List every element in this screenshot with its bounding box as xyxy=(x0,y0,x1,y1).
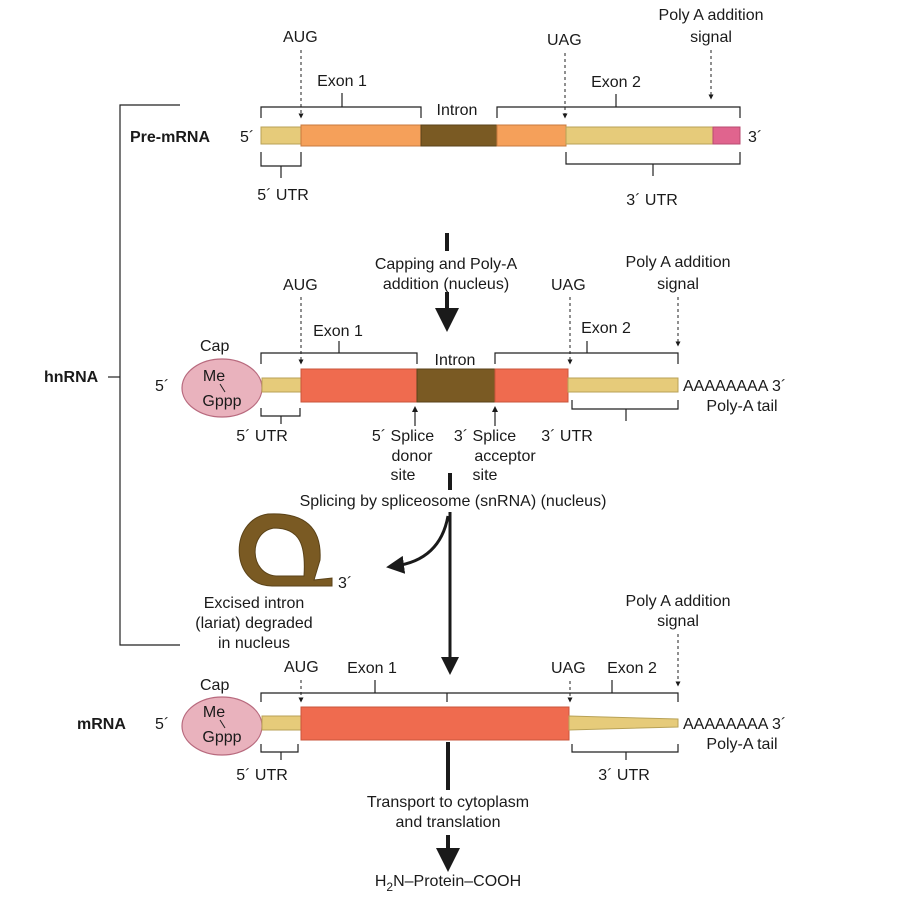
hnrna-3utr-label: 3´ UTR xyxy=(541,428,593,445)
splice-acceptor-label-2: acceptor xyxy=(474,448,536,465)
splice-donor-label-1: 5´ Splice xyxy=(372,428,434,445)
step2-label: Splicing by spliceosome (snRNA) (nucleus… xyxy=(300,493,607,510)
hnrna-3utr xyxy=(567,377,679,393)
mrna-5utr xyxy=(261,715,302,731)
pre-mrna-exon1 xyxy=(300,124,422,147)
lariat-3prime: 3´ xyxy=(338,575,352,592)
pre-mrna-intron xyxy=(420,124,498,147)
mrna-polya-signal-label-2: signal xyxy=(657,613,699,630)
pre-mrna-polya-signal-label-1: Poly A addition xyxy=(659,7,764,24)
pre-mrna-5utr-label: 5´ UTR xyxy=(257,187,309,204)
step2-arrow xyxy=(386,512,459,675)
pre-mrna-5prime: 5´ xyxy=(240,129,254,146)
protein-label: H2N–Protein–COOH xyxy=(375,873,521,894)
step3-label-1: Transport to cytoplasm xyxy=(367,794,529,811)
hnrna-aug-label: AUG xyxy=(283,277,318,294)
splice-acceptor-label-3: site xyxy=(473,467,498,484)
hnrna-polya-signal-label-2: signal xyxy=(657,276,699,293)
pre-mrna-exon2-label: Exon 2 xyxy=(591,74,641,91)
mrna-polya-seq: AAAAAAAA 3´ xyxy=(683,716,786,733)
mrna-uag-label: UAG xyxy=(551,660,586,677)
mrna-cap-gppp: Gppp xyxy=(202,729,241,746)
splice-donor-label-3: site xyxy=(391,467,416,484)
intron-lariat xyxy=(238,513,333,587)
mrna-coding xyxy=(300,706,570,741)
pre-mrna-exon1-label: Exon 1 xyxy=(317,73,367,90)
mrna-5prime: 5´ xyxy=(155,716,169,733)
hnrna-intron-label: Intron xyxy=(435,352,476,369)
hnrna-section: 5´ Cap Me Gppp AAAAAAAA 3´ Poly-A tail A… xyxy=(155,254,786,484)
pre-mrna-3prime: 3´ xyxy=(748,129,762,146)
mrna-polya-signal-label-1: Poly A addition xyxy=(626,593,731,610)
hnrna-exon1-label: Exon 1 xyxy=(313,323,363,340)
pre-mrna-3utr-label: 3´ UTR xyxy=(626,192,678,209)
pre-mrna-uag-label: UAG xyxy=(547,32,582,49)
mrna-exon2-label: Exon 2 xyxy=(607,660,657,677)
pre-mrna-polya-signal xyxy=(712,126,741,145)
hnrna-cap-me: Me xyxy=(203,368,225,385)
mrna-polya-tail: Poly-A tail xyxy=(706,736,777,753)
hnrna-cap-label: Cap xyxy=(200,338,229,355)
hnrna-exon2-label: Exon 2 xyxy=(581,320,631,337)
hnrna-5prime: 5´ xyxy=(155,378,169,395)
mrna-5utr-label: 5´ UTR xyxy=(236,767,288,784)
lariat-label-3: in nucleus xyxy=(218,635,290,652)
hnrna-exon1 xyxy=(300,368,418,403)
hnrna-intron xyxy=(416,368,496,403)
pre-mrna-intron-label: Intron xyxy=(437,102,478,119)
mrna-exon1-label: Exon 1 xyxy=(347,660,397,677)
hnrna-polya-signal-label-1: Poly A addition xyxy=(626,254,731,271)
hnrna-polya-seq: AAAAAAAA 3´ xyxy=(683,378,786,395)
step1-label-1: Capping and Poly-A xyxy=(375,256,518,273)
step1-label-2: addition (nucleus) xyxy=(383,276,509,293)
step3-label-2: and translation xyxy=(396,814,501,831)
pre-mrna-exon2 xyxy=(496,124,567,147)
hnrna-cap-gppp: Gppp xyxy=(202,393,241,410)
hnrna-polya-tail: Poly-A tail xyxy=(706,398,777,415)
mrna-cap-me: Me xyxy=(203,704,225,721)
hnrna-bracket xyxy=(108,104,180,646)
pre-mrna-3utr xyxy=(565,126,714,145)
pre-mrna-5utr xyxy=(260,126,303,145)
mrna-aug-label: AUG xyxy=(284,659,319,676)
mrna-3utr-label: 3´ UTR xyxy=(598,767,650,784)
hnrna-exon2 xyxy=(494,368,569,403)
mrna-section: mRNA 5´ Cap Me Gppp AAAAAAAA 3´ Poly-A t… xyxy=(77,593,786,784)
pre-mrna-polya-signal-label-2: signal xyxy=(690,29,732,46)
hnrna-uag-label: UAG xyxy=(551,277,586,294)
splice-donor-label-2: donor xyxy=(392,448,434,465)
mrna-cap-label: Cap xyxy=(200,677,229,694)
hnrna-label: hnRNA xyxy=(44,369,99,386)
mrna-3utr xyxy=(568,715,679,731)
splice-acceptor-label-1: 3´ Splice xyxy=(454,428,516,445)
pre-mrna-aug-label: AUG xyxy=(283,29,318,46)
lariat-label-1: Excised intron xyxy=(204,595,305,612)
mrna-label: mRNA xyxy=(77,716,126,733)
lariat-label-2: (lariat) degraded xyxy=(195,615,312,632)
hnrna-5utr-label: 5´ UTR xyxy=(236,428,288,445)
pre-mrna-section: Pre-mRNA 5´ 3´ AUG UAG Poly A addition s… xyxy=(130,7,763,209)
hnrna-5utr xyxy=(261,377,302,393)
pre-mrna-label: Pre-mRNA xyxy=(130,129,210,146)
